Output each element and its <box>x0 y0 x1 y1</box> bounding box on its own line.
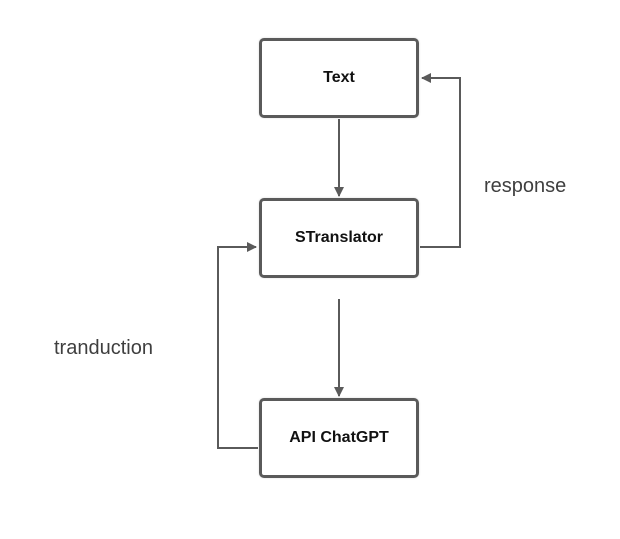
edge-label-response: response <box>484 175 567 197</box>
arrow-response <box>420 73 461 248</box>
arrow-tranduction <box>217 242 258 449</box>
node-api-chatgpt-label: API ChatGPT <box>289 429 389 446</box>
edge-label-tranduction: tranduction <box>54 337 153 359</box>
node-stranslator-label: STranslator <box>294 229 384 246</box>
node-text: Text <box>259 38 419 118</box>
node-stranslator: STranslator <box>259 198 419 278</box>
node-api-chatgpt: API ChatGPT <box>259 398 419 478</box>
node-text-label: Text <box>323 69 355 86</box>
